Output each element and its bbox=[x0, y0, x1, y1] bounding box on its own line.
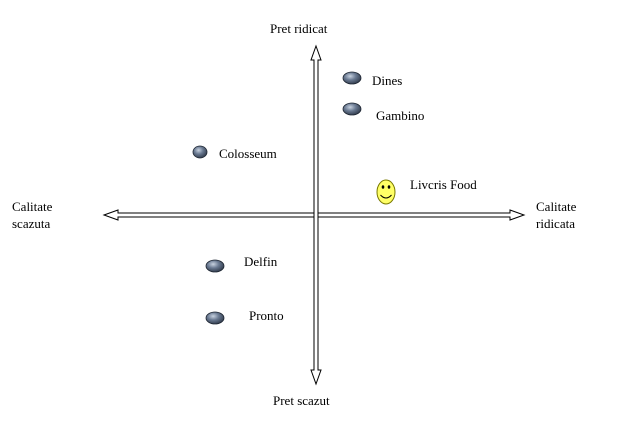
competitor-label-pronto: Pronto bbox=[249, 308, 284, 323]
oval-marker-icon bbox=[342, 102, 362, 116]
axis-label-right-line2: ridicata bbox=[536, 216, 575, 231]
vertical-axis-arrow bbox=[310, 44, 322, 386]
competitor-label-dines: Dines bbox=[372, 73, 403, 88]
axis-label-right-line1: Calitate bbox=[536, 199, 577, 214]
axis-label-top: Pret ridicat bbox=[270, 21, 328, 36]
oval-marker-icon bbox=[192, 145, 208, 159]
axis-label-right: Calitate ridicata bbox=[536, 198, 576, 232]
oval-marker-icon bbox=[342, 71, 362, 85]
axis-label-left-line2: scazuta bbox=[12, 216, 51, 231]
smiley-face-icon bbox=[376, 179, 396, 205]
oval-marker-icon bbox=[205, 311, 225, 325]
axis-label-left-line1: Calitate bbox=[12, 199, 53, 214]
axis-label-bottom: Pret scazut bbox=[273, 393, 330, 408]
competitor-label-delfin: Delfin bbox=[244, 254, 278, 269]
competitor-label-gambino: Gambino bbox=[376, 108, 425, 123]
brand-label-livcris-food: Livcris Food bbox=[410, 177, 477, 192]
competitor-label-colosseum: Colosseum bbox=[219, 146, 277, 161]
oval-marker-icon bbox=[205, 259, 225, 273]
axis-label-left: Calitate scazuta bbox=[12, 198, 52, 232]
